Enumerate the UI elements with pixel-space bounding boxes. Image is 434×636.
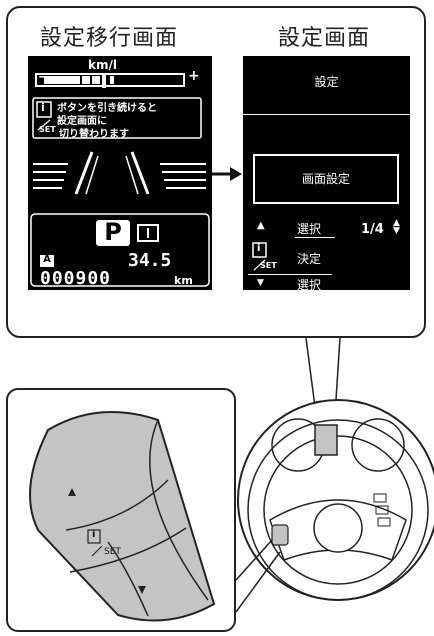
- switch-closeup-inset: i SET: [6, 388, 236, 632]
- set-label: SET: [104, 547, 121, 557]
- set-label: SET: [260, 261, 277, 270]
- fuel-bar-seg-1: [82, 76, 90, 84]
- meter-graphics: [30, 73, 210, 287]
- meter-screen: km/l − + i ボタンを引き続けると 設定画面に SET 切り替わります …: [28, 56, 212, 290]
- wheel-rim-inner: [263, 435, 413, 585]
- underline: [248, 274, 332, 275]
- hint-line-2: 設定画面に: [57, 116, 107, 127]
- switch-panel: [29, 411, 216, 622]
- up-arrow-icon: [68, 488, 76, 496]
- odometer-value: 000900: [40, 268, 112, 289]
- divider: [243, 114, 410, 115]
- plus-sign: +: [188, 68, 200, 84]
- info-glyph: i: [257, 243, 261, 254]
- switch-divider-1: [65, 479, 169, 531]
- odometer-unit: km: [174, 274, 193, 287]
- lane-right-inner: [125, 155, 139, 195]
- up-select-label: 選択: [297, 222, 322, 236]
- fuel-bar-seg-2: [92, 76, 100, 84]
- shift-indicator-bar: [147, 228, 149, 238]
- selected-menu-item-label: 画面設定: [301, 172, 350, 186]
- fuel-economy-value: 34.5: [128, 250, 172, 271]
- minus-sign: −: [38, 70, 49, 85]
- shift-indicator: [137, 224, 159, 242]
- fuel-bar-tick: [110, 76, 114, 84]
- fuel-bar-fill: [44, 76, 80, 84]
- set-slash: [37, 119, 51, 131]
- settings-screen: 設定 画面設定 ▲ 選択 1/4 ▲▼ i SET 決定 ▼ 選択: [243, 56, 410, 292]
- down-triangle-icon: ▼: [257, 278, 264, 288]
- down-select-label: 選択: [297, 278, 322, 292]
- right-switch: [373, 493, 387, 503]
- lane-left-inner: [85, 155, 99, 195]
- page-indicator: 1/4: [361, 222, 384, 237]
- wheel-hub: [313, 503, 363, 553]
- hint-box-frame: [32, 97, 202, 139]
- switch-closeup-graphics: [29, 411, 216, 622]
- right-switch: [375, 505, 389, 515]
- meter-display-highlight: [314, 424, 338, 456]
- drive-mode-indicator: A: [43, 254, 51, 265]
- info-button-icon: [36, 101, 52, 118]
- lane-left: [74, 151, 94, 195]
- pointer-line-1: [235, 539, 273, 581]
- info-set-button-icon: [252, 242, 267, 271]
- set-label: SET: [39, 125, 56, 134]
- info-button-icon: [87, 529, 101, 544]
- info-glyph: i: [41, 101, 45, 114]
- up-triangle-icon: ▲: [257, 220, 265, 231]
- info-glyph: i: [92, 529, 96, 540]
- fuel-bar-frame: [35, 73, 185, 87]
- set-slash: [91, 545, 103, 557]
- gear-box: [96, 220, 130, 246]
- fuel-bar-marker: [102, 74, 106, 88]
- heading-setting-transition-screen: 設定移行画面: [40, 26, 179, 51]
- lane-right: [130, 151, 150, 195]
- switch-divider-3: [107, 541, 149, 617]
- gear-indicator: P: [104, 218, 122, 246]
- hint-line-1: ボタンを引き続けると: [57, 103, 157, 114]
- pointer-line-2: [235, 551, 281, 613]
- gauge-right: [351, 418, 405, 472]
- decide-label: 決定: [297, 252, 322, 266]
- settings-title: 設定: [314, 75, 339, 89]
- page-updown-icon: ▲▼: [393, 218, 400, 236]
- switch-highlight: [271, 524, 289, 546]
- fuel-unit-label: km/l: [88, 58, 117, 72]
- hint-line-3: 切り替わります: [59, 129, 129, 140]
- lower-panel-frame: [30, 213, 210, 287]
- arrow-right-icon: [212, 167, 242, 181]
- switch-divider-2: [69, 527, 187, 573]
- heading-setting-screen: 設定画面: [278, 26, 371, 51]
- selected-menu-item: 画面設定: [253, 154, 399, 204]
- wheel-rim-outer: [247, 419, 429, 601]
- right-switch: [377, 517, 391, 527]
- mode-box: [40, 255, 54, 267]
- switch-curve: [149, 419, 209, 601]
- down-arrow-icon: [138, 586, 146, 594]
- underline: [295, 237, 335, 238]
